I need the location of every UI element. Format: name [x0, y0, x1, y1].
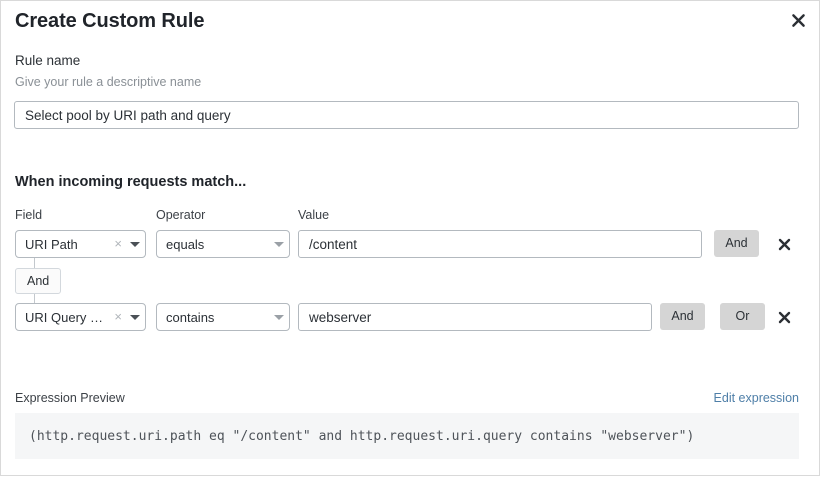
rule-name-input[interactable]	[14, 101, 799, 129]
close-dialog-button[interactable]	[785, 7, 811, 33]
condition-row: URI Path × equals And	[1, 230, 820, 258]
field-select-2-value: URI Query St...	[25, 309, 112, 325]
expression-preview-section: Expression Preview Edit expression (http…	[1, 386, 820, 477]
column-header-field: Field	[15, 208, 43, 222]
rule-name-help-text: Give your rule a descriptive name	[15, 75, 202, 89]
row-2-or-button[interactable]: Or	[720, 303, 765, 330]
row-2-and-button[interactable]: And	[660, 303, 705, 330]
value-input-1[interactable]	[298, 230, 702, 258]
close-icon	[778, 311, 790, 323]
chevron-down-icon	[125, 241, 145, 247]
row-2-delete-button[interactable]	[773, 304, 795, 330]
chevron-down-icon	[125, 314, 145, 320]
row-1-delete-button[interactable]	[773, 231, 795, 257]
column-header-value: Value	[298, 208, 330, 222]
chevron-down-icon	[269, 241, 289, 247]
connector-line-bottom	[34, 294, 35, 304]
match-section-heading: When incoming requests match...	[15, 174, 247, 190]
field-select-2[interactable]: URI Query St... ×	[15, 303, 146, 331]
field-select-2-clear-icon[interactable]: ×	[114, 309, 122, 324]
field-select-1-clear-icon[interactable]: ×	[114, 236, 122, 251]
close-icon	[778, 238, 790, 250]
value-input-2[interactable]	[298, 303, 652, 331]
chevron-down-icon	[269, 314, 289, 320]
close-icon	[791, 13, 805, 27]
page-title: Create Custom Rule	[15, 10, 205, 32]
column-header-operator: Operator	[156, 208, 206, 222]
operator-select-2[interactable]: contains	[156, 303, 290, 331]
expression-preview-label: Expression Preview	[15, 391, 125, 405]
expression-code-text: (http.request.uri.path eq "/content" and…	[29, 428, 695, 444]
row-1-and-button[interactable]: And	[714, 230, 759, 257]
field-select-1-value: URI Path	[25, 236, 78, 252]
operator-select-2-value: contains	[166, 309, 215, 325]
operator-select-1[interactable]: equals	[156, 230, 290, 258]
condition-row: URI Query St... × contains And Or	[1, 303, 820, 331]
connector-line-top	[34, 258, 35, 268]
field-select-1[interactable]: URI Path ×	[15, 230, 146, 258]
edit-expression-link[interactable]: Edit expression	[713, 391, 799, 405]
connector-and-badge[interactable]: And	[15, 268, 62, 294]
expression-code-box: (http.request.uri.path eq "/content" and…	[15, 413, 799, 459]
row-connector: And	[15, 258, 135, 304]
rule-name-label: Rule name	[15, 53, 81, 68]
operator-select-1-value: equals	[166, 236, 205, 252]
dialog-header: Create Custom Rule	[1, 1, 820, 45]
